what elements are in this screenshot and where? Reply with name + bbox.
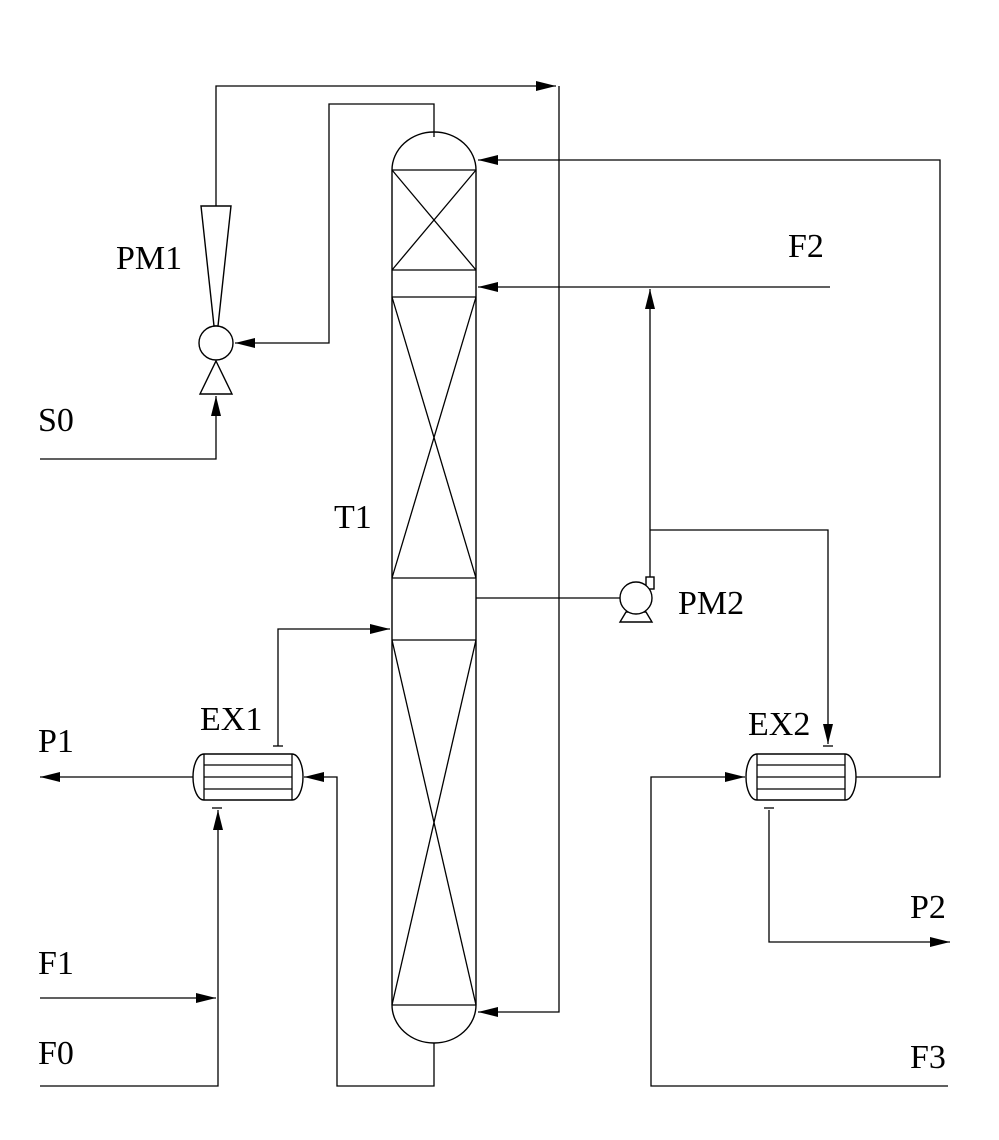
label-t1: T1: [334, 499, 372, 536]
label-f2: F2: [788, 228, 824, 265]
label-p1: P1: [38, 723, 74, 760]
label-f0: F0: [38, 1035, 74, 1072]
label-pm1: PM1: [116, 240, 182, 277]
label-pm2: PM2: [678, 585, 744, 622]
label-p2: P2: [910, 889, 946, 926]
label-s0: S0: [38, 402, 74, 439]
piping: [40, 81, 950, 1087]
label-f3: F3: [910, 1039, 946, 1076]
column-t1: [391, 131, 477, 1044]
pump-pm2: [618, 576, 655, 623]
label-ex2: EX2: [748, 706, 810, 743]
heat-exchanger-ex1: [192, 745, 304, 809]
ejector-pm1: [198, 205, 234, 395]
label-f1: F1: [38, 945, 74, 982]
heat-exchanger-ex2: [745, 745, 857, 809]
label-ex1: EX1: [200, 701, 262, 738]
